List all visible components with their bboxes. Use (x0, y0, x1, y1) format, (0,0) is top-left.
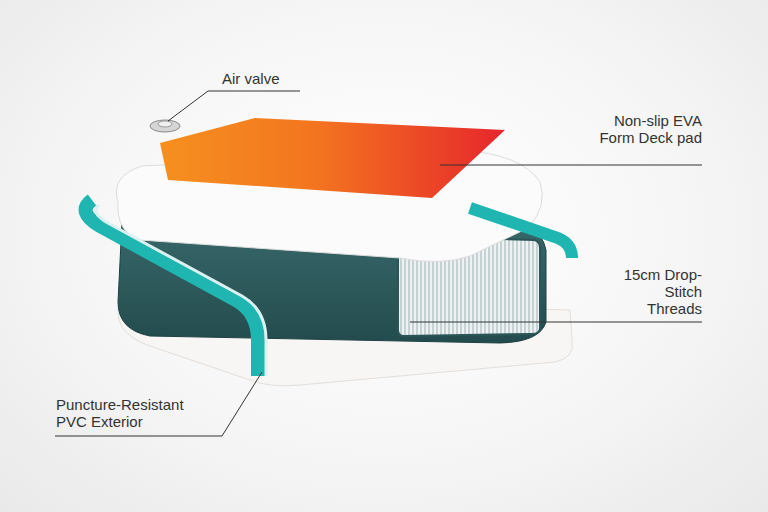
leader-line (55, 372, 262, 436)
leader-line (410, 322, 702, 323)
air-valve-cap (158, 121, 172, 127)
pvc-label: Puncture-Resistant PVC Exterior (56, 396, 206, 430)
pvc-strip (470, 208, 572, 258)
leader-line (168, 91, 300, 121)
pvc-strip-inner (96, 205, 266, 376)
valve-label: Air valve (222, 70, 342, 87)
leader-line (440, 165, 702, 166)
deck-label: Non-slip EVA Form Deck pad (585, 112, 702, 146)
drop-stitch-label: 15cm Drop-Stitch Threads (612, 266, 702, 317)
deck-pad (160, 118, 505, 198)
air-valve (150, 120, 180, 132)
